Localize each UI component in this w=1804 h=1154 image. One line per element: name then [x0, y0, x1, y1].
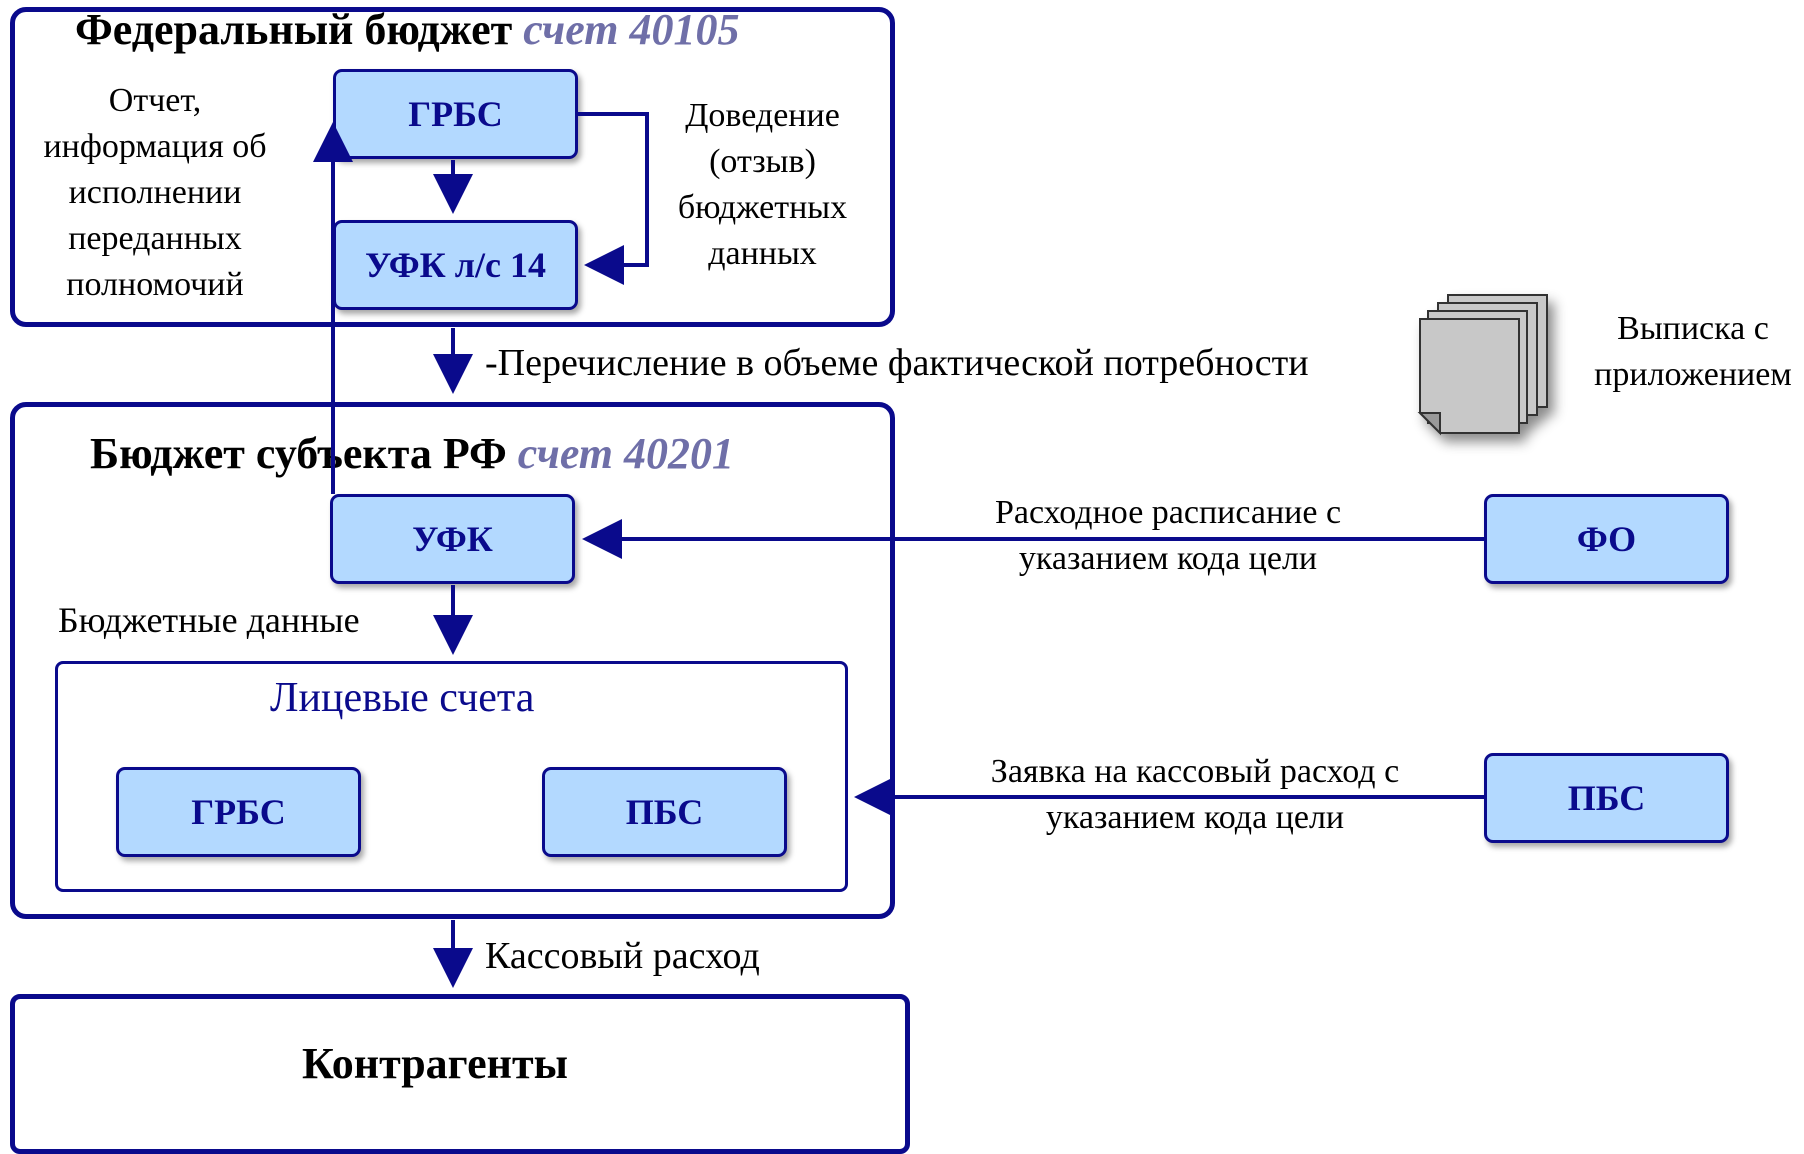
budget-data-label: Бюджетные данные	[58, 600, 360, 640]
regional-account-number: счет 40201	[517, 429, 735, 478]
regional-pbs-node[interactable]: ПБС	[542, 767, 787, 857]
regional-ufk-node[interactable]: УФК	[330, 494, 575, 584]
pbs-request-label: Заявка на кассовый расход с указанием ко…	[990, 753, 1400, 836]
federal-grbs-node[interactable]: ГРБС	[333, 69, 578, 159]
cash-expense-label: Кассовый расход	[485, 935, 760, 977]
personal-accounts-title: Лицевые счета	[270, 675, 535, 721]
regional-budget-frame	[10, 402, 895, 919]
counterparties-title: Контрагенты	[302, 1039, 568, 1088]
federal-ufk-node[interactable]: УФК л/с 14	[333, 220, 578, 310]
delivery-label: Доведение (отзыв) бюджетных данных	[677, 97, 848, 272]
fo-label: Расходное расписание с указанием кода це…	[994, 494, 1342, 577]
federal-budget-name: Федеральный бюджет	[75, 5, 513, 54]
statement-label: Выписка с приложением	[1594, 310, 1792, 393]
fo-node[interactable]: ФО	[1484, 494, 1729, 584]
transfer-label: -Перечисление в объеме фактической потре…	[485, 342, 1309, 384]
personal-accounts-frame	[55, 661, 848, 892]
external-pbs-node[interactable]: ПБС	[1484, 753, 1729, 843]
federal-budget-frame	[10, 7, 895, 327]
federal-budget-title: Федеральный бюджет счет 40105	[75, 4, 739, 55]
federal-account-number: счет 40105	[523, 5, 740, 54]
regional-budget-name: Бюджет субъекта РФ	[90, 429, 507, 478]
regional-grbs-node[interactable]: ГРБС	[116, 767, 361, 857]
regional-budget-title: Бюджет субъекта РФ счет 40201	[90, 428, 734, 479]
report-label: Отчет, информация об исполнении переданн…	[43, 82, 267, 303]
